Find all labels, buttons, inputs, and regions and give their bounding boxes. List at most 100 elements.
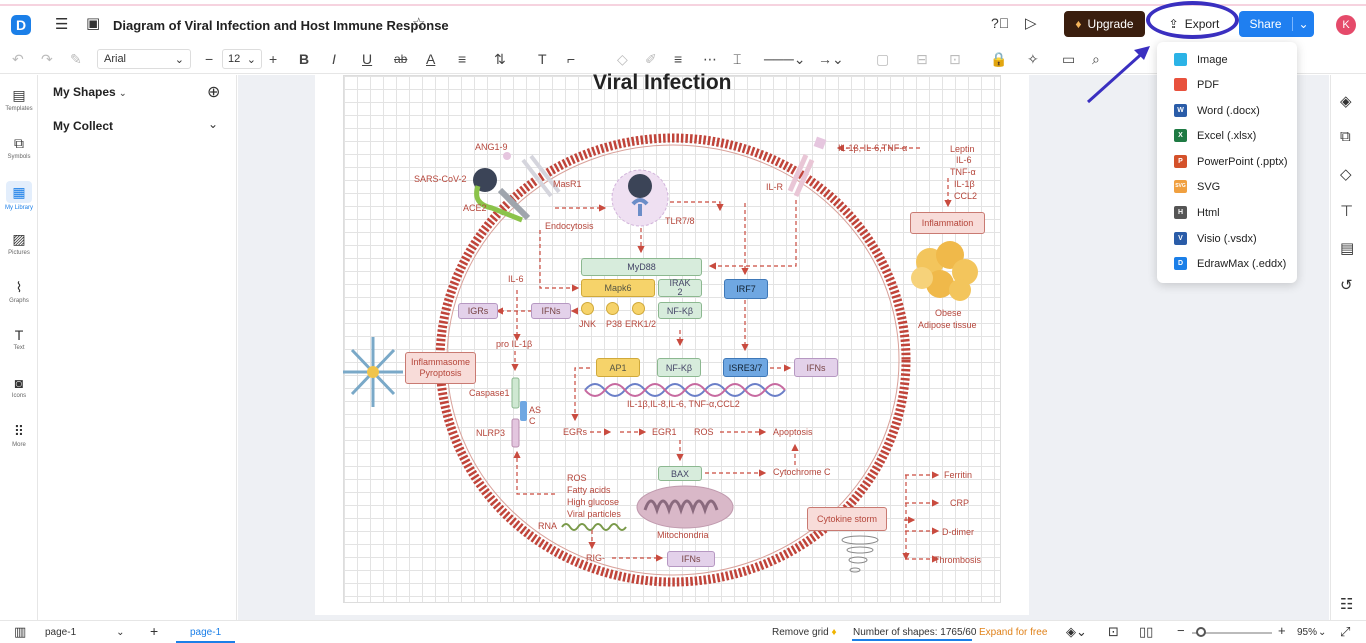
line-spacing-icon[interactable]: ⇅ <box>494 51 506 67</box>
export-button[interactable]: ⇪ Export <box>1156 11 1232 37</box>
label-jnk[interactable]: JNK <box>579 319 597 329</box>
label-tnfa[interactable]: TNF-α <box>950 167 976 177</box>
label-glucose[interactable]: High glucose <box>567 497 620 507</box>
label-cytochrome[interactable]: Cytochrome C <box>773 467 831 477</box>
align-shapes-icon[interactable]: ⊟ <box>916 51 928 67</box>
rail-templates[interactable]: ▤Templates <box>0 87 38 112</box>
history-icon[interactable]: ↺ <box>1340 277 1353 294</box>
label-rig[interactable]: RIG- <box>586 553 605 563</box>
book-icon[interactable]: ▯▯ <box>1139 624 1154 639</box>
rail-my-library[interactable]: ▦My Library <box>0 181 38 211</box>
immune-cell-icon[interactable] <box>343 337 403 407</box>
page-select[interactable]: page-1⌄ <box>45 627 125 638</box>
label-dna-caption[interactable]: IL-1β,IL-8,IL-6, TNF-α,CCL2 <box>627 399 740 409</box>
crop-icon[interactable]: ⊡ <box>949 51 961 67</box>
save-icon[interactable]: ▣ <box>86 15 101 32</box>
label-il6[interactable]: IL-6 <box>956 155 972 165</box>
cell-membrane[interactable] <box>435 133 911 587</box>
increase-size-icon[interactable]: + <box>269 51 278 67</box>
nfkb-box-1[interactable]: NF-Kβ <box>658 302 702 319</box>
label-egrs[interactable]: EGRs <box>563 427 588 437</box>
font-size-select[interactable]: 12⌄ <box>222 49 262 69</box>
export-image-item[interactable]: Image <box>1157 47 1297 72</box>
label-adipose[interactable]: Adipose tissue <box>918 320 977 330</box>
label-mitochondria[interactable]: Mitochondria <box>657 530 709 540</box>
label-thrombosis[interactable]: Thrombosis <box>934 555 982 565</box>
style-icon[interactable]: ◇ <box>1340 166 1352 183</box>
label-egr1[interactable]: EGR1 <box>652 427 677 437</box>
diagram-title[interactable]: Viral Infection <box>593 71 732 94</box>
nfkb-box-2[interactable]: NF-Kβ <box>657 358 701 377</box>
label-ddimer[interactable]: D-dimer <box>942 527 975 537</box>
zoom-out-icon[interactable]: − <box>1177 623 1185 638</box>
bold-icon[interactable]: B <box>299 51 310 67</box>
lock-icon[interactable]: 🔒 <box>990 51 1008 67</box>
irf7-box[interactable]: IRF7 <box>724 279 768 299</box>
label-crp[interactable]: CRP <box>950 498 970 508</box>
strikethrough-icon[interactable]: ab <box>394 52 408 66</box>
fit-page-icon[interactable]: ⊡ <box>1108 624 1119 639</box>
line-weight-icon[interactable]: ≡ <box>674 51 683 67</box>
rail-icons[interactable]: ◙Icons <box>0 375 38 399</box>
comment-icon[interactable]: ▭ <box>1062 51 1076 67</box>
label-ros-1[interactable]: ROS <box>694 427 714 437</box>
decrease-size-icon[interactable]: − <box>205 51 214 67</box>
label-cytokines-top[interactable]: IL-1β, IL-6,TNF-α <box>838 143 908 153</box>
igrs-box[interactable]: IGRs <box>458 303 498 319</box>
arrange-icon[interactable]: ⧉ <box>1340 128 1351 145</box>
label-endocytosis[interactable]: Endocytosis <box>545 221 594 231</box>
line-color-icon[interactable]: ✐ <box>645 51 657 67</box>
find-icon[interactable]: ⌕ <box>1092 51 1100 67</box>
label-ccl2[interactable]: CCL2 <box>954 191 978 201</box>
rail-graphs[interactable]: ⌇Graphs <box>0 279 38 304</box>
play-icon[interactable]: ▷ <box>1025 15 1037 32</box>
isre-box[interactable]: ISRE3/7 <box>723 358 768 377</box>
zoom-value[interactable]: 95% <box>1297 627 1318 638</box>
my-shapes-header[interactable]: My Shapes ⌄ <box>53 85 127 99</box>
document-title[interactable]: Diagram of Viral Infection and Host Immu… <box>113 18 449 33</box>
share-button[interactable]: Share ⌄ <box>1239 11 1314 37</box>
label-obese[interactable]: Obese <box>935 308 962 318</box>
italic-icon[interactable]: I <box>332 51 336 67</box>
label-p38[interactable]: P38 <box>606 319 623 329</box>
my-collect-header[interactable]: My Collect <box>53 119 113 133</box>
label-fatty[interactable]: Fatty acids <box>567 485 611 495</box>
undo-icon[interactable]: ↶ <box>12 51 24 67</box>
label-caspase[interactable]: Caspase1 <box>469 388 510 398</box>
chevron-down-icon[interactable]: ⌄ <box>208 117 219 131</box>
arrow-style-icon[interactable]: →⌄ <box>818 51 844 67</box>
fill-bucket-icon[interactable]: ◈ <box>1340 93 1352 110</box>
ifns-box-2[interactable]: IFNs <box>794 358 838 377</box>
page-layout-icon[interactable]: ▥ <box>14 624 27 639</box>
font-select[interactable]: Arial⌄ <box>97 49 191 69</box>
fullscreen-icon[interactable]: ⤢ <box>1340 624 1351 639</box>
label-masr1[interactable]: MasR1 <box>553 179 582 189</box>
settings-icon[interactable]: ☷ <box>1340 596 1354 613</box>
page-tab[interactable]: page-1 <box>176 627 236 643</box>
rail-symbols[interactable]: ⧉Symbols <box>0 135 38 160</box>
zoom-in-icon[interactable]: + <box>1278 623 1286 638</box>
label-ilr[interactable]: IL-R <box>766 182 784 192</box>
underline-icon[interactable]: U <box>362 51 373 67</box>
remove-grid-button[interactable]: Remove grid ♦ <box>772 627 837 638</box>
menu-icon[interactable]: ☰ <box>55 16 69 33</box>
ap1-box[interactable]: AP1 <box>596 358 640 377</box>
text-icon[interactable]: T <box>538 51 547 67</box>
label-ang[interactable]: ANG1-9 <box>475 142 508 152</box>
zoom-slider-handle[interactable] <box>1196 627 1206 637</box>
chevron-down-icon[interactable]: ⌄ <box>1292 17 1314 31</box>
rail-pictures[interactable]: ▨Pictures <box>0 231 38 256</box>
label-viral[interactable]: Viral particles <box>567 509 621 519</box>
label-sars[interactable]: SARS-CoV-2 <box>414 174 467 184</box>
add-icon[interactable]: ⊕ <box>207 84 221 101</box>
label-il6-left[interactable]: IL-6 <box>508 274 524 284</box>
mapk6-box[interactable]: Mapk6 <box>581 279 655 297</box>
help-icon[interactable]: ?⃝ <box>991 15 1010 31</box>
